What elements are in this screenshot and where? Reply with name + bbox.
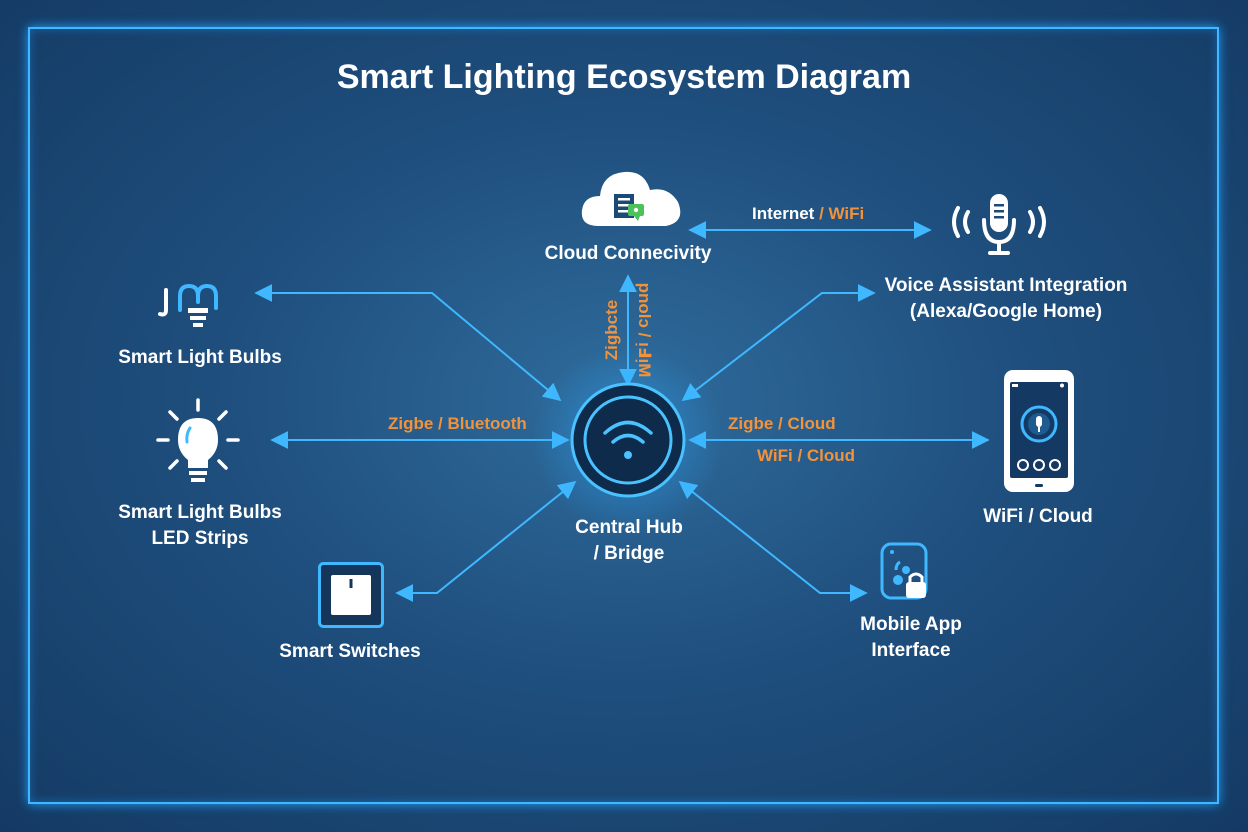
connection-label-hub-led: Zigbe / Bluetooth (388, 414, 527, 433)
smartphone-icon (1004, 370, 1074, 492)
hub-label-line2: / Bridge (593, 543, 665, 564)
hub-wifi-icon (603, 420, 653, 459)
arrow-hub-bulbs-top (254, 284, 562, 402)
arrow-hub-voice (681, 284, 876, 402)
arrow-hub-switches (395, 480, 577, 602)
lightbulb-icon (156, 398, 240, 482)
switch-icon (318, 562, 384, 628)
mobile-app-label-line1: Mobile App (860, 614, 962, 635)
mobile-app-icon (880, 542, 928, 600)
cloud-label: Cloud Connecivity (544, 243, 712, 264)
bulbs-led-label-line2: LED Strips (151, 528, 249, 549)
diagram-title: Smart Lighting Ecosystem Diagram (336, 58, 912, 96)
bulbs-led-label-line1: Smart Light Bulbs (118, 502, 282, 523)
connection-separator: / (814, 204, 829, 223)
bulb-strip-icon (158, 283, 218, 327)
arrow-hub-mobile (678, 480, 868, 602)
mobile-app-label-line2: Interface (871, 640, 951, 661)
connection-label-hub-cloud-right: pnolɔ / ᴉℲᴉM (635, 282, 654, 378)
voice-label-line2: (Alexa/Google Home) (909, 301, 1103, 322)
diagram-frame (28, 27, 1219, 804)
connection-label-hub-phone-top: Zigbe / Cloud (728, 414, 836, 433)
cloud-icon (581, 171, 681, 226)
voice-label-line1: Voice Assistant Integration (884, 275, 1128, 296)
connection-label-hub-cloud-left: Zigbcte (602, 299, 621, 361)
connection-part-wifi: WiFi (828, 204, 865, 223)
connection-label-hub-phone-bottom: WiFi / Cloud (757, 446, 856, 465)
hub-ring (570, 382, 686, 498)
bulbs-top-label: Smart Light Bulbs (118, 347, 282, 368)
switches-label: Smart Switches (279, 641, 421, 662)
hub-label-line1: Central Hub (575, 517, 683, 538)
connection-part-internet: Internet (752, 204, 815, 223)
phone-label: WiFi / Cloud (983, 506, 1093, 527)
connection-label-cloud-voice: Internet / WiFi (752, 204, 864, 224)
microphone-icon (952, 194, 1046, 255)
